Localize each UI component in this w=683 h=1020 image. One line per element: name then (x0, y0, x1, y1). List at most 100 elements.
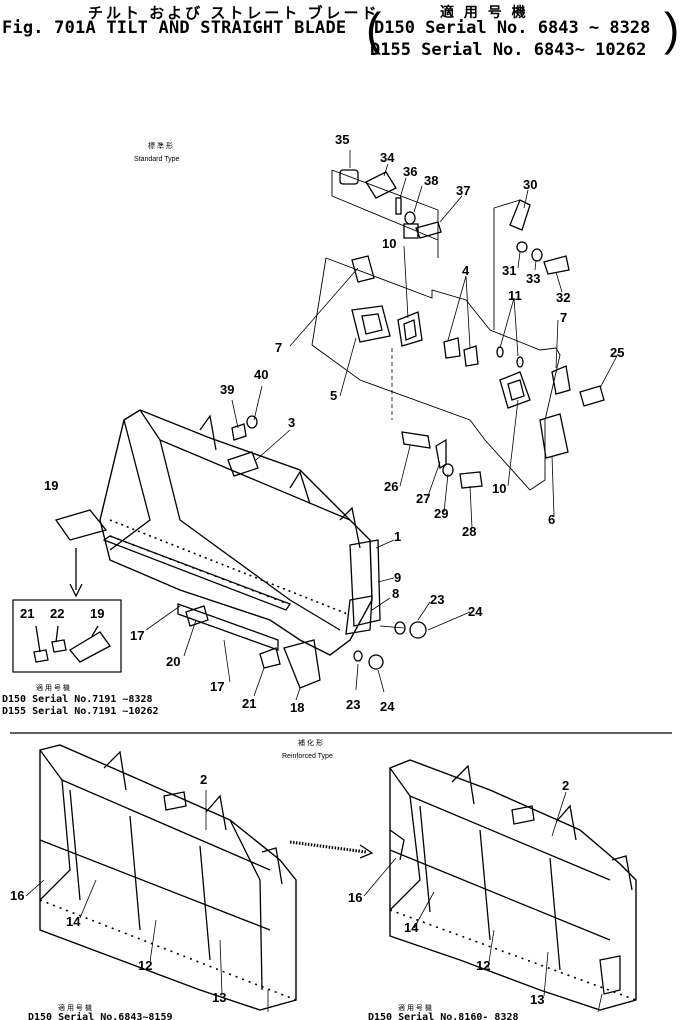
callout-14-right: 14 (404, 920, 419, 935)
bottom-left-note-label-jp: 適 用 号 機 (58, 1003, 92, 1012)
washer-23-lower (353, 650, 363, 662)
callout-24-upper: 24 (468, 604, 483, 619)
applicability-label-japanese: 適 用 号 機 (440, 4, 529, 20)
reinforced-type-label: Reinforced Type (282, 753, 333, 760)
part-11-b (516, 356, 524, 368)
callout-18: 18 (290, 700, 304, 715)
part-31 (516, 241, 528, 253)
inset-end-bit-19 (69, 631, 111, 663)
callout-34: 34 (380, 150, 395, 165)
bracket-5 (351, 305, 391, 343)
callout-40: 40 (254, 367, 268, 382)
callout-24-lower: 24 (380, 699, 395, 714)
inset-note-line-2: D155 Serial No.7191 ~10262 (2, 705, 159, 717)
blade-reinforced-a (39, 744, 297, 1011)
callout-38: 38 (424, 173, 438, 188)
nut-24-upper (409, 621, 427, 639)
callout-21-inset: 21 (20, 606, 34, 621)
callout-10-bottom: 10 (492, 481, 506, 496)
callout-30: 30 (523, 177, 537, 192)
callout-21: 21 (242, 696, 256, 711)
callout-10-top: 10 (382, 236, 396, 251)
callout-7-right: 7 (560, 310, 567, 325)
standard-type-label: Standard Type (134, 156, 180, 163)
callout-19-top: 19 (44, 478, 58, 493)
end-bit-19 (54, 509, 108, 541)
callout-37: 37 (456, 183, 470, 198)
pad-4-a (443, 337, 461, 359)
callout-1: 1 (394, 529, 401, 544)
bolt-32 (543, 255, 570, 275)
callout-25: 25 (610, 345, 624, 360)
blade-reinforced-b (389, 759, 637, 1011)
callout-12-left: 12 (138, 958, 152, 973)
blade-standard (54, 409, 427, 689)
callout-11: 11 (508, 288, 522, 303)
inset-note-label-jp: 適 用 号 機 (36, 683, 70, 692)
inset-nut-22 (51, 639, 67, 653)
serial-range-d150: D150 Serial No. 6843 ~ 8328 (374, 18, 651, 38)
serial-range-d155: D155 Serial No. 6843~ 10262 (370, 40, 647, 60)
bracket-10-upper (397, 311, 423, 347)
callout-28: 28 (462, 524, 476, 539)
bottom-right-note-label-jp: 適 用 号 機 (398, 1003, 432, 1012)
callout-39: 39 (220, 382, 234, 397)
callout-29: 29 (434, 506, 448, 521)
bracket-3 (227, 451, 259, 477)
clip-7-right (551, 365, 571, 395)
callout-22-inset: 22 (50, 606, 64, 621)
cutting-edge-17-upper (102, 535, 291, 611)
standard-type-label-jp: 標 準 形 (148, 141, 173, 150)
callout-4: 4 (462, 263, 470, 278)
callout-14-left: 14 (66, 914, 81, 929)
callout-7-left: 7 (275, 340, 282, 355)
washer-38 (404, 211, 416, 225)
callout-17-right: 17 (210, 679, 224, 694)
callout-32: 32 (556, 290, 570, 305)
bracket-10-lower (499, 371, 531, 409)
callout-23-upper: 23 (430, 592, 444, 607)
washer-23-upper (394, 621, 406, 635)
callout-3: 3 (288, 415, 295, 430)
callout-17-left: 17 (130, 628, 144, 643)
applicability-bracket-close: ) (664, 3, 680, 55)
bracket-6 (539, 413, 569, 459)
bolt-21 (259, 647, 281, 669)
clip-7-upper (351, 255, 375, 283)
inset-note-line-1: D150 Serial No.7191 ~8328 (2, 693, 153, 705)
callout-6: 6 (548, 512, 555, 527)
part-8 (345, 595, 373, 635)
bolt-28 (459, 471, 483, 489)
upper-bracket-assembly (311, 169, 605, 491)
pad-4-b (463, 345, 479, 367)
callout-13-left: 13 (212, 990, 226, 1005)
washer-33 (531, 248, 543, 262)
callout-26: 26 (384, 479, 398, 494)
pin-26 (401, 431, 431, 449)
bolt-35 (339, 169, 359, 185)
bolt-37 (403, 221, 442, 239)
part-27 (435, 438, 447, 470)
cutting-edge-17-lower (177, 603, 279, 651)
callout-16-left: 16 (10, 888, 24, 903)
bolt-20 (185, 605, 209, 627)
bottom-left-note-line-1: D150 Serial No.6843~8159 (28, 1011, 173, 1020)
callout-2-right: 2 (562, 778, 569, 793)
part-11-a (496, 346, 504, 358)
bottom-right-note-line-1: D150 Serial No.8160- 8328 (368, 1011, 519, 1020)
inset-bolt-21 (33, 649, 49, 663)
end-bit-18 (283, 639, 321, 689)
transition-arrow (289, 840, 367, 854)
bolt-25 (579, 385, 605, 407)
callout-16-right: 16 (348, 890, 362, 905)
callout-2-left: 2 (200, 772, 207, 787)
applicability-bracket-open: ( (366, 3, 382, 55)
callout-20: 20 (166, 654, 180, 669)
plate-39 (231, 423, 247, 441)
part-36 (395, 197, 402, 215)
inset-end-bit-detail (12, 599, 122, 673)
callout-5: 5 (330, 388, 337, 403)
callout-27: 27 (416, 491, 430, 506)
callout-8: 8 (392, 586, 399, 601)
